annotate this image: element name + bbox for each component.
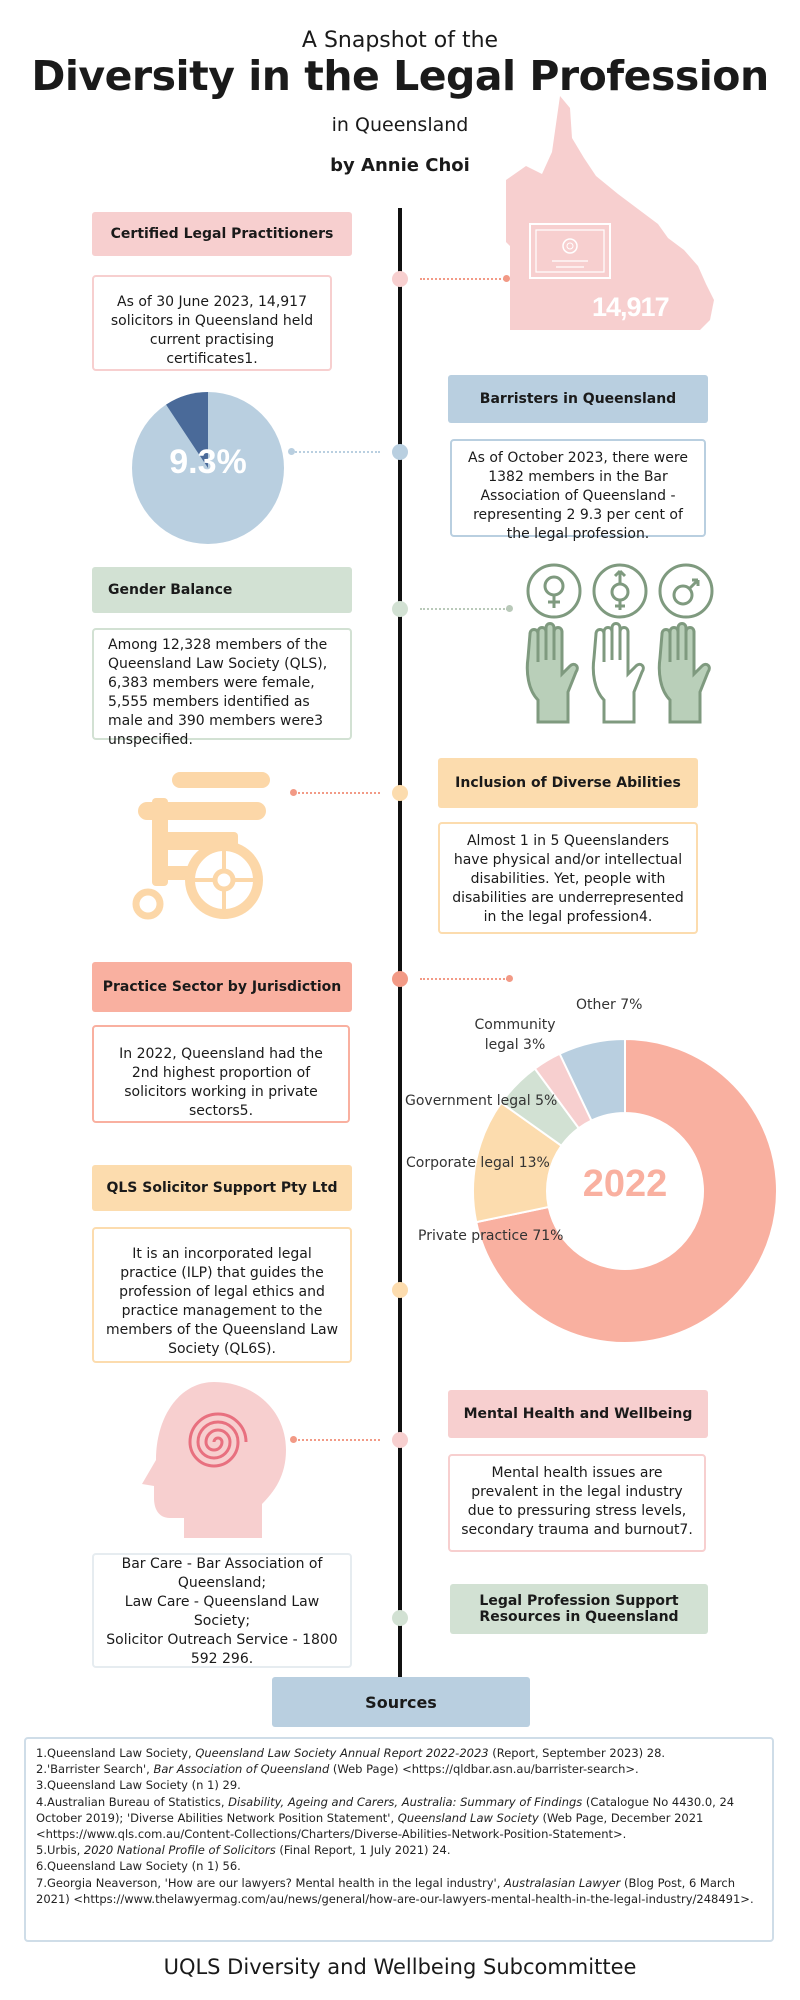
barristers-percent-label: 9.3% <box>169 443 247 481</box>
timeline-line <box>398 208 402 1680</box>
queensland-map-icon <box>506 96 714 330</box>
connector-mental <box>294 1439 380 1441</box>
connector-practice <box>420 978 508 980</box>
label-support: Legal Profession Support Resources in Qu… <box>450 1584 708 1634</box>
certificate-icon <box>529 223 611 279</box>
timeline-dot-abilities <box>392 785 408 801</box>
timeline-dot-practice <box>392 971 408 987</box>
connector-end <box>506 605 513 612</box>
intersex-symbol-icon <box>592 563 648 619</box>
donut-slice-private <box>475 1037 778 1344</box>
donut-slice-other <box>558 1037 626 1122</box>
author: by Annie Choi <box>330 155 470 176</box>
text-mental: Mental health issues are prevalent in th… <box>448 1454 706 1552</box>
text-practice: In 2022, Queensland had the 2nd highest … <box>92 1025 350 1123</box>
label-certified: Certified Legal Practitioners <box>92 212 352 256</box>
label-gender: Gender Balance <box>92 567 352 613</box>
head-spiral-icon <box>142 1382 286 1538</box>
barristers-pie-chart <box>132 392 284 544</box>
donut-label-community: Community legal 3% <box>474 1017 556 1053</box>
label-practice: Practice Sector by Jurisdiction <box>92 962 352 1012</box>
source-item: 7.Georgia Neaverson, 'How are our lawyer… <box>36 1875 754 1906</box>
label-qls: QLS Solicitor Support Pty Ltd <box>92 1165 352 1211</box>
practice-sector-donut-chart <box>472 1037 778 1344</box>
timeline-dot-certified <box>392 271 408 287</box>
connector-end <box>288 448 295 455</box>
source-item: 3.Queensland Law Society (n 1) 29. <box>36 1778 241 1793</box>
timeline-dot-mental <box>392 1432 408 1448</box>
support-line: Law Care - Queensland Law Society; <box>124 1594 320 1629</box>
donut-label-corporate: Corporate legal 13% <box>406 1155 550 1171</box>
connector-end <box>506 975 513 982</box>
timeline-dot-support <box>392 1610 408 1626</box>
donut-label-government: Government legal 5% <box>405 1093 558 1109</box>
source-item: 4.Australian Bureau of Statistics, Disab… <box>36 1794 735 1842</box>
text-barristers: As of October 2023, there were 1382 memb… <box>450 439 706 542</box>
source-item: 2.'Barrister Search', Bar Association of… <box>36 1762 639 1777</box>
sources-title: Sources <box>272 1677 530 1727</box>
label-mental: Mental Health and Wellbeing <box>448 1390 708 1438</box>
text-certified: As of 30 June 2023, 14,917 solicitors in… <box>92 275 332 371</box>
connector-end <box>503 275 510 282</box>
gender-hands-illustration <box>525 563 714 724</box>
text-qls: It is an incorporated legal practice (IL… <box>92 1227 352 1363</box>
donut-label-private: Private practice 71% <box>418 1228 564 1244</box>
male-symbol-icon <box>658 563 714 619</box>
page-title: Diversity in the Legal Profession <box>31 52 769 100</box>
connector-end <box>290 1436 297 1443</box>
text-abilities: Almost 1 in 5 Queenslanders have physica… <box>438 822 698 934</box>
connector-gender <box>420 608 508 610</box>
timeline-dot-barristers <box>392 444 408 460</box>
source-item: 1.Queensland Law Society, Queensland Law… <box>36 1746 666 1760</box>
timeline-dot-qls <box>392 1282 408 1298</box>
donut-center-label: 2022 <box>582 1163 668 1205</box>
sources-list: 1.Queensland Law Society, Queensland Law… <box>24 1737 774 1942</box>
map-value: 14,917 <box>592 292 670 322</box>
connector-certified <box>420 278 505 280</box>
donut-label-other: Other 7% <box>576 997 643 1013</box>
support-resources-box: Bar Care - Bar Association of Queensland… <box>92 1553 352 1668</box>
footer: UQLS Diversity and Wellbeing Subcommitte… <box>163 1955 637 1979</box>
text-gender: Among 12,328 members of the Queensland L… <box>92 628 352 748</box>
connector-barristers <box>292 451 380 453</box>
header-line1: A Snapshot of the <box>301 28 499 53</box>
pie-slice-barristers <box>166 392 208 468</box>
connector-abilities <box>294 792 380 794</box>
support-line: Bar Care - Bar Association of Queensland… <box>121 1556 323 1591</box>
source-item: 5.Urbis, 2020 National Profile of Solici… <box>36 1843 451 1858</box>
raised-hands-icon <box>525 622 711 724</box>
source-item: 6.Queensland Law Society (n 1) 56. <box>36 1859 241 1874</box>
female-symbol-icon <box>526 563 582 619</box>
header-line3: in Queensland <box>331 114 469 136</box>
label-barristers: Barristers in Queensland <box>448 375 708 423</box>
label-abilities: Inclusion of Diverse Abilities <box>438 758 698 808</box>
support-line: Solicitor Outreach Service - 1800 592 29… <box>106 1632 338 1667</box>
timeline-dot-gender <box>392 601 408 617</box>
wheelchair-icon <box>132 772 270 920</box>
connector-end <box>290 789 297 796</box>
